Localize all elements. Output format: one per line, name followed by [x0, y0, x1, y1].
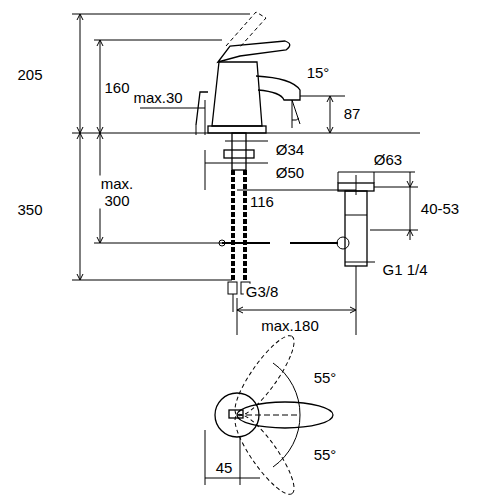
- dimension-label: Ø34: [274, 142, 306, 159]
- dimension-label: max.180: [259, 318, 321, 335]
- dimension-label: 350: [15, 202, 44, 219]
- dimension-label: 205: [15, 67, 44, 84]
- dimension-label: 15°: [305, 65, 332, 82]
- dimension-label: 87: [342, 106, 363, 123]
- dimension-label: max.30: [131, 90, 184, 107]
- dimension-label: Ø63: [372, 152, 404, 169]
- dimension-label: max. 300: [98, 176, 136, 209]
- dimension-label: G1 1/4: [380, 262, 429, 279]
- dimension-label: G3/8: [244, 284, 281, 301]
- dimension-label: 116: [248, 194, 276, 211]
- dimension-label: 40-53: [419, 201, 461, 218]
- dimension-label: 45: [214, 460, 235, 477]
- dimension-label: 55°: [312, 447, 339, 464]
- dimension-label: Ø50: [274, 165, 306, 182]
- dimension-label: 55°: [312, 370, 339, 387]
- dimension-label: 160: [102, 80, 131, 97]
